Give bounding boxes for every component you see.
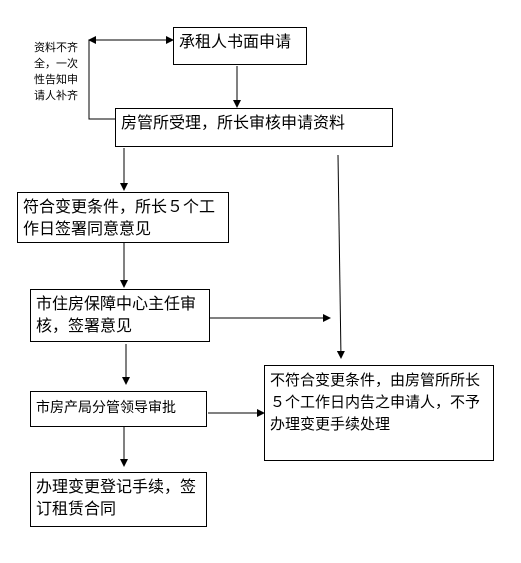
node-accept: 房管所受理，所长审核申请资料 bbox=[115, 108, 393, 147]
node-register: 办理变更登记手续，签订租赁合同 bbox=[30, 472, 207, 527]
missing-materials-note: 资料不齐全，一次性告知申请人补齐 bbox=[30, 40, 82, 104]
node-apply: 承租人书面申请 bbox=[173, 27, 307, 65]
side-note-text: 资料不齐全，一次性告知申请人补齐 bbox=[34, 41, 78, 102]
node-center-text: 市住房保障中心主任审核，签署意见 bbox=[36, 294, 197, 335]
node-register-text: 办理变更登记手续，签订租赁合同 bbox=[36, 477, 197, 518]
node-meets-text: 符合变更条件，所长５个工作日签署同意意见 bbox=[23, 197, 216, 238]
node-bureau-text: 市房产局分管领导审批 bbox=[36, 400, 176, 416]
node-apply-text: 承租人书面申请 bbox=[179, 32, 292, 51]
node-reject-text: 不符合变更条件，由房管所所长５个工作日内告之申请人，不予办理变更手续处理 bbox=[270, 371, 481, 433]
accept-to-reject bbox=[336, 154, 345, 359]
node-bureau: 市房产局分管领导审批 bbox=[30, 391, 207, 427]
node-reject: 不符合变更条件，由房管所所长５个工作日内告之申请人，不予办理变更手续处理 bbox=[264, 365, 494, 461]
node-meets: 符合变更条件，所长５个工作日签署同意意见 bbox=[17, 192, 229, 243]
node-center: 市住房保障中心主任审核，签署意见 bbox=[30, 289, 210, 342]
node-accept-text: 房管所受理，所长审核申请资料 bbox=[121, 113, 346, 132]
